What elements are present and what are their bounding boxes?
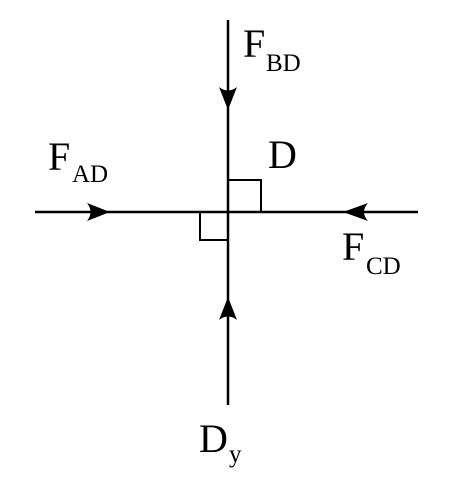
right-angle-marker-lower-left [199, 212, 228, 241]
right-angle-marker-upper-right [228, 179, 262, 212]
force-label-fad-sub: AD [72, 161, 108, 188]
force-label-fcd-main: F [342, 224, 364, 269]
arrowhead-fad-right [87, 203, 110, 221]
force-label-fcd: F CD [342, 224, 401, 280]
force-label-fad-main: F [48, 134, 70, 179]
force-label-fbd-sub: BD [266, 50, 301, 77]
arrowhead-fbd-down [219, 87, 237, 110]
force-label-dy: D y [199, 416, 242, 468]
arrowhead-fcd-left [343, 203, 368, 221]
force-label-dy-main: D [199, 416, 228, 461]
force-label-fad: F AD [48, 134, 108, 188]
force-label-fbd-main: F [243, 21, 265, 66]
arrowhead-dy-up [219, 297, 237, 320]
node-label: D [268, 132, 297, 177]
force-label-fbd: F BD [243, 21, 301, 77]
force-label-dy-sub: y [229, 441, 242, 468]
force-label-fcd-sub: CD [366, 253, 401, 280]
